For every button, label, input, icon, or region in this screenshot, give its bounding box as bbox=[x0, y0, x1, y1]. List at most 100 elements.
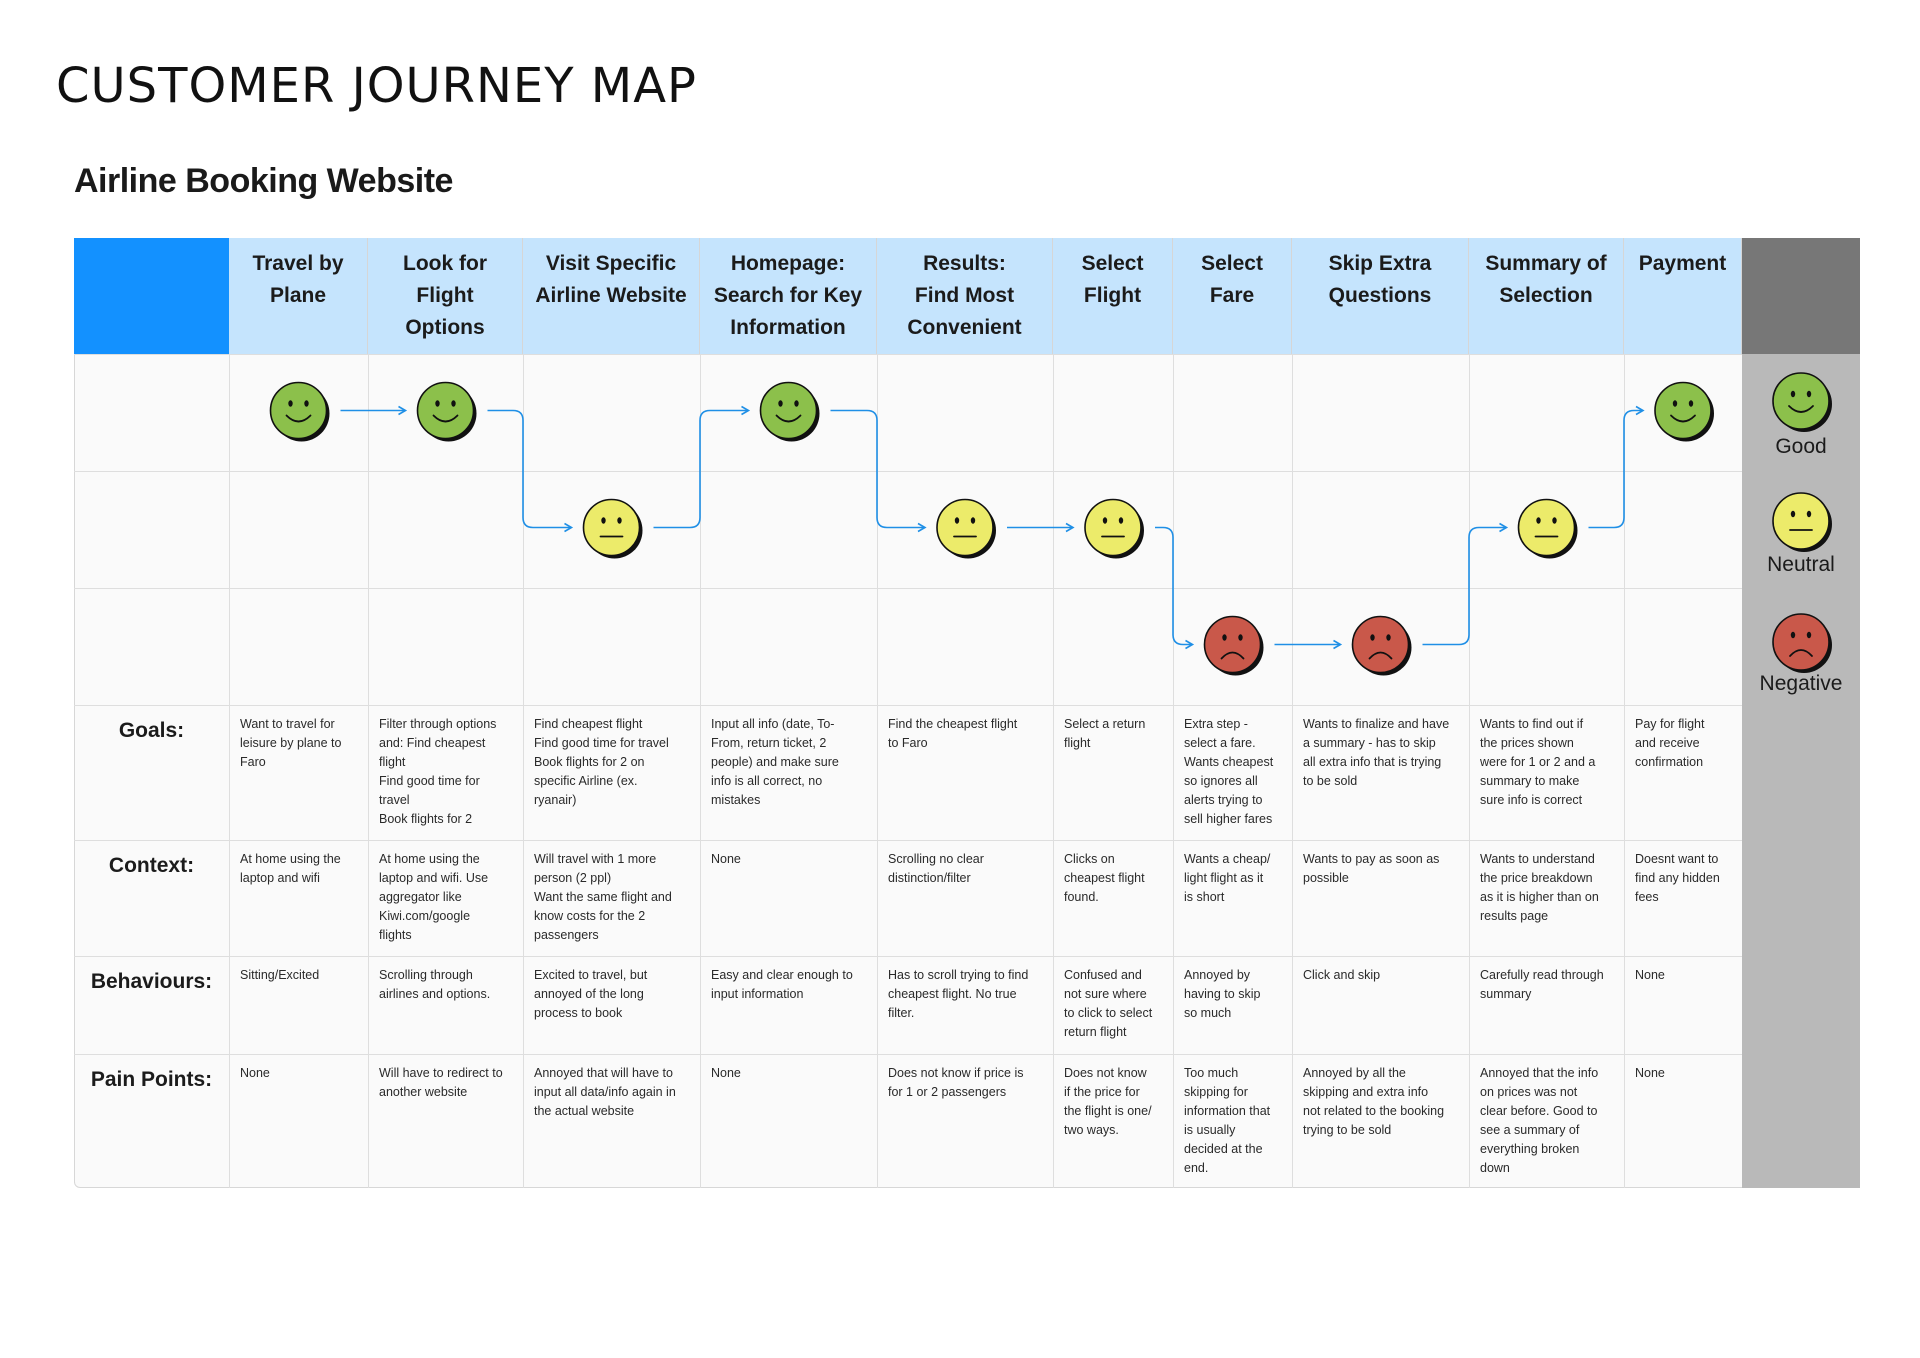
row-divider bbox=[74, 840, 1742, 841]
context-cell: Wants to understand the price breakdown … bbox=[1480, 852, 1599, 923]
column-divider bbox=[1469, 354, 1470, 1188]
row-divider bbox=[74, 588, 1742, 589]
context-cell: Wants a cheap/ light flight as it is sho… bbox=[1184, 852, 1271, 904]
step-header: Travel by Plane bbox=[229, 238, 368, 354]
pain-points-cell: Annoyed by all the skipping and extra in… bbox=[1303, 1066, 1445, 1137]
context-cell: None bbox=[711, 852, 741, 866]
step-header: Payment bbox=[1624, 238, 1742, 354]
pain-points-cell: None bbox=[1635, 1066, 1665, 1080]
goals-cell: Extra step - select a fare. Wants cheape… bbox=[1184, 717, 1274, 826]
page-subtitle: Airline Booking Website bbox=[74, 162, 453, 200]
legend-label-good: Good bbox=[1775, 435, 1827, 458]
legend-label-neutral: Neutral bbox=[1767, 553, 1835, 576]
neutral-face-icon bbox=[936, 498, 996, 559]
pain-points-cell: None bbox=[711, 1066, 741, 1080]
step-header: Look for Flight Options bbox=[368, 238, 523, 354]
step-header: Results: Find Most Convenient bbox=[877, 238, 1053, 354]
pain-points-cell: Will have to redirect to another website bbox=[379, 1066, 503, 1099]
neutral-face-icon bbox=[1084, 498, 1144, 559]
row-label-goals: Goals: bbox=[118, 719, 185, 742]
context-cell: Doesnt want to find any hidden fees bbox=[1635, 852, 1720, 904]
transition-arrow bbox=[1422, 522, 1509, 646]
step-header: Visit Specific Airline Website bbox=[523, 238, 700, 354]
column-divider bbox=[1053, 354, 1054, 1188]
pain-points-cell: None bbox=[240, 1066, 270, 1080]
neutral-face-icon bbox=[1517, 498, 1578, 559]
behaviours-cell: Easy and clear enough to input informati… bbox=[711, 968, 853, 1001]
column-divider bbox=[523, 354, 524, 1188]
context-cell: Wants to pay as soon as possible bbox=[1303, 852, 1440, 885]
context-cell: At home using the laptop and wifi bbox=[240, 852, 341, 885]
pain-points-cell: Too much skipping for information that i… bbox=[1184, 1066, 1271, 1175]
step-header-label: Summary of Selection bbox=[1485, 252, 1607, 307]
goals-cell: Filter through options and: Find cheapes… bbox=[379, 717, 497, 826]
step-header: Select Fare bbox=[1173, 238, 1292, 354]
goals-cell: Select a return flight bbox=[1064, 717, 1146, 750]
row-divider bbox=[74, 956, 1742, 957]
journey-map-frame bbox=[74, 238, 1860, 1188]
goals-cell: Wants to find out if the prices shown we… bbox=[1480, 717, 1596, 807]
behaviours-cell: Excited to travel, but annoyed of the lo… bbox=[534, 968, 648, 1020]
behaviours-cell: Confused and not sure where to click to … bbox=[1064, 968, 1153, 1039]
row-divider bbox=[74, 471, 1742, 472]
goals-cell: Input all info (date, To- From, return t… bbox=[711, 717, 839, 807]
column-divider bbox=[368, 354, 369, 1188]
behaviours-cell: Annoyed by having to skip so much bbox=[1184, 968, 1261, 1020]
column-divider bbox=[700, 354, 701, 1188]
happy-face-icon bbox=[416, 381, 477, 442]
pain-points-cell: Does not know if price is for 1 or 2 pas… bbox=[888, 1066, 1024, 1099]
context-cell: Clicks on cheapest flight found. bbox=[1064, 852, 1145, 904]
goals-cell: Find the cheapest flight to Faro bbox=[888, 717, 1018, 750]
journey-map-board: Travel by Plane Look for Flight Options Vi… bbox=[74, 238, 1860, 1188]
step-header-label: Payment bbox=[1638, 252, 1727, 275]
behaviours-cell: None bbox=[1635, 968, 1665, 982]
pain-points-cell: Does not know if the price for the fligh… bbox=[1064, 1066, 1152, 1137]
step-header: Homepage: Search for Key Information bbox=[700, 238, 877, 354]
legend-label-negative: Negative bbox=[1759, 672, 1843, 695]
step-header-label: Look for Flight Options bbox=[403, 252, 487, 339]
row-divider bbox=[74, 354, 1742, 355]
transition-arrow bbox=[487, 409, 574, 533]
sad-face-icon bbox=[1203, 615, 1264, 676]
goals-cell: Pay for flight and receive confirmation bbox=[1635, 717, 1705, 769]
neutral-face-icon bbox=[1772, 492, 1832, 552]
context-cell: Scrolling no clear distinction/filter bbox=[888, 852, 984, 885]
behaviours-cell: Carefully read through summary bbox=[1480, 968, 1604, 1001]
step-header-label: Visit Specific Airline Website bbox=[535, 252, 687, 307]
step-header-label: Select Fare bbox=[1201, 252, 1263, 307]
happy-face-icon bbox=[1654, 381, 1714, 442]
row-divider bbox=[74, 1054, 1742, 1055]
row-label-behaviours: Behaviours: bbox=[90, 970, 213, 993]
column-divider bbox=[1292, 354, 1293, 1188]
context-cell: At home using the laptop and wifi. Use a… bbox=[379, 852, 489, 942]
step-header: Select Flight bbox=[1053, 238, 1173, 354]
step-header-label: Results: Find Most Convenient bbox=[907, 252, 1022, 339]
context-cell: Will travel with 1 more person (2 ppl) W… bbox=[534, 852, 672, 942]
emotion-curve bbox=[269, 372, 1832, 676]
pain-points-cell: Annoyed that the info on prices was not … bbox=[1480, 1066, 1599, 1175]
behaviours-cell: Sitting/Excited bbox=[240, 968, 320, 982]
goals-cell: Wants to finalize and have a summary - h… bbox=[1303, 717, 1450, 788]
behaviours-cell: Has to scroll trying to find cheapest fl… bbox=[888, 968, 1029, 1020]
row-label-pain-points: Pain Points: bbox=[90, 1068, 213, 1091]
transition-arrow bbox=[830, 409, 927, 533]
sad-face-icon bbox=[1772, 613, 1832, 673]
behaviours-cell: Click and skip bbox=[1303, 968, 1381, 982]
goals-cell: Find cheapest flight Find good time for … bbox=[534, 717, 669, 807]
happy-face-icon bbox=[269, 381, 330, 442]
happy-face-icon bbox=[1772, 372, 1832, 432]
step-header: Summary of Selection bbox=[1469, 238, 1624, 354]
row-divider bbox=[74, 705, 1742, 706]
column-divider bbox=[877, 354, 878, 1188]
transition-arrow bbox=[653, 405, 751, 529]
legend-header-cell bbox=[1742, 238, 1860, 354]
column-divider bbox=[1624, 354, 1625, 1188]
happy-face-icon bbox=[759, 381, 820, 442]
pain-points-cell: Annoyed that will have to input all data… bbox=[534, 1066, 676, 1118]
step-header-label: Skip Extra Questions bbox=[1328, 252, 1432, 307]
step-header: Skip Extra Questions bbox=[1292, 238, 1469, 354]
step-header-label: Homepage: Search for Key Information bbox=[713, 252, 863, 339]
column-divider bbox=[229, 354, 230, 1188]
transition-arrow bbox=[1155, 526, 1195, 650]
transition-arrow bbox=[1588, 405, 1645, 529]
